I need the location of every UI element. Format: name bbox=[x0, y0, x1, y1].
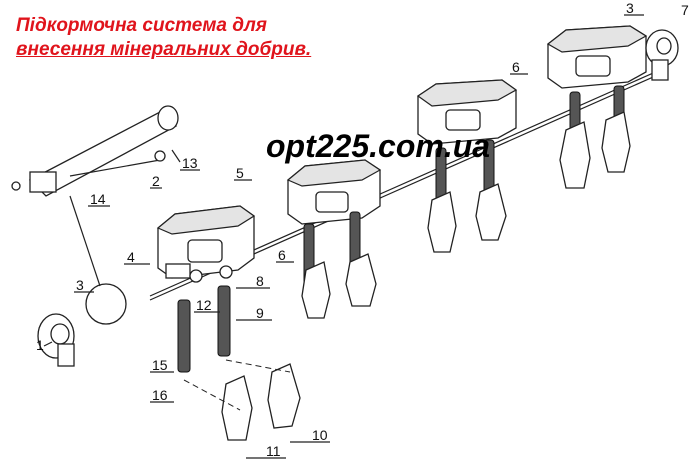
callout-11: 11 bbox=[266, 443, 281, 459]
drive-wheel-right bbox=[645, 29, 679, 81]
watermark-text: opt225.com.ua bbox=[266, 128, 491, 164]
callout-9: 9 bbox=[256, 305, 264, 321]
hopper-unit-4 bbox=[546, 25, 648, 89]
title-line-1: Підкормочна система для bbox=[16, 15, 267, 36]
callout-3-right: 3 bbox=[626, 0, 634, 16]
drive-wheel-left bbox=[37, 313, 75, 367]
title-line-2: внесення мінеральних добрив. bbox=[16, 39, 312, 60]
callout-12: 12 bbox=[196, 297, 212, 313]
guide-line-1 bbox=[183, 379, 241, 411]
callout-16: 16 bbox=[152, 387, 168, 403]
callout-labels: 1 2 3 3 4 5 6 6 7 8 9 10 11 12 13 14 15 … bbox=[36, 0, 689, 459]
callout-6-right: 6 bbox=[512, 59, 520, 75]
callout-10: 10 bbox=[312, 427, 328, 443]
callout-8: 8 bbox=[256, 273, 264, 289]
diagram-title: Підкормочна система для внесення мінерал… bbox=[16, 14, 396, 62]
callout-7: 7 bbox=[681, 2, 689, 18]
hopper-unit-1 bbox=[156, 205, 256, 283]
callout-6-left: 6 bbox=[278, 247, 286, 263]
hopper-unit-2 bbox=[286, 159, 382, 225]
callout-13: 13 bbox=[182, 155, 198, 171]
callout-14: 14 bbox=[90, 191, 106, 207]
guide-line-2 bbox=[225, 359, 291, 373]
callout-2: 2 bbox=[152, 173, 160, 189]
callout-1: 1 bbox=[36, 337, 44, 353]
callout-5: 5 bbox=[236, 165, 244, 181]
callout-15: 15 bbox=[152, 357, 168, 373]
telescopic-drive bbox=[11, 105, 181, 197]
detail-leader bbox=[69, 195, 101, 287]
hopper-unit-3 bbox=[416, 79, 518, 145]
coulters bbox=[221, 111, 631, 441]
detail-circle bbox=[85, 283, 127, 325]
callout-3-left: 3 bbox=[76, 277, 84, 293]
callout-4: 4 bbox=[127, 249, 135, 265]
